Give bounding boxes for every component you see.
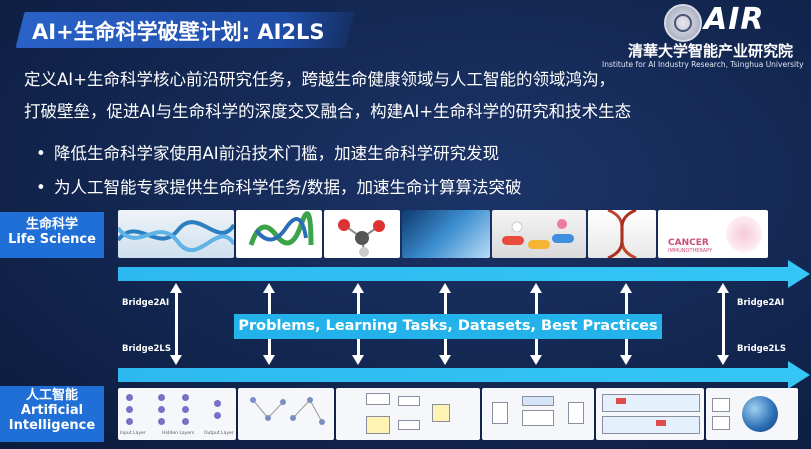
intro-line-2: 打破壁垒，促进AI与生命科学的深度交叉融合，构建AI+生命科学的研究和技术生态 <box>24 102 632 121</box>
institute-name-cn: 清華大学智能产业研究院 <box>628 42 794 60</box>
graph-network-icon <box>238 388 334 440</box>
bullet-dot-icon: • <box>36 178 46 197</box>
bullet-item: •为人工智能专家提供生命科学任务/数据，加速生命计算算法突破 <box>36 178 522 197</box>
pills-icon <box>492 210 586 258</box>
bridge2ai-left-label: Bridge2AI <box>122 298 170 308</box>
protein-structure-icon <box>236 210 322 258</box>
bridge2ls-right-label: Bridge2LS <box>737 344 786 354</box>
bullet-item: •降低生命科学家使用AI前沿技术门槛，加速生命科学研究发现 <box>36 144 500 163</box>
dna-helix-icon <box>118 210 234 258</box>
protein-graphic <box>248 211 314 246</box>
center-banner: Problems, Learning Tasks, Datasets, Best… <box>234 314 662 339</box>
neural-network-icon: Input Layer Hidden Layers Output Layer <box>118 388 236 440</box>
top-flow-arrow <box>118 267 790 281</box>
bottom-flow-arrow <box>118 368 790 382</box>
air-logo: AIR <box>704 2 765 37</box>
dna-strand-icon <box>588 210 656 258</box>
pills-graphic <box>502 219 574 249</box>
gan-diagram-icon <box>336 388 480 440</box>
pipeline-diagram-icon <box>596 388 704 440</box>
tsinghua-seal-icon <box>664 4 702 42</box>
ai-diagrams: Input Layer Hidden Layers Output Layer <box>118 388 798 440</box>
bridge2ai-right-label: Bridge2AI <box>737 298 785 308</box>
page-title: AI+生命科学破壁计划: AI2LS <box>32 20 325 44</box>
bridge2ls-left-label: Bridge2LS <box>122 344 171 354</box>
life-science-images: CANCER IMMUNOTHERAPY <box>118 210 768 258</box>
institute-name-en: Institute for AI Industry Research, Tsin… <box>602 60 804 69</box>
graph-graphic <box>250 397 325 425</box>
bullet-dot-icon: • <box>36 144 46 163</box>
life-science-label: 生命科学 Life Science <box>0 212 104 258</box>
cell-icon <box>726 216 762 252</box>
transformer-diagram-icon <box>482 388 594 440</box>
molecule-model-icon <box>324 210 400 258</box>
cancer-immunotherapy-icon: CANCER IMMUNOTHERAPY <box>658 210 768 258</box>
bidirectional-arrow-icon <box>717 283 729 365</box>
dna-research-icon <box>402 210 490 258</box>
bidirectional-arrow-icon <box>170 283 182 365</box>
dna-helix-graphic <box>118 220 234 252</box>
intro-line-1: 定义AI+生命科学核心前沿研究任务，跨越生命健康领域与人工智能的领域鸿沟， <box>24 70 615 89</box>
dna-strand-graphic <box>607 210 637 258</box>
molecule-graphic <box>338 219 385 257</box>
top-arrow-head-icon <box>788 260 810 288</box>
ai-label: 人工智能 Artificial Intelligence <box>0 386 104 442</box>
earth-globe-icon <box>706 388 798 440</box>
bottom-arrow-head-icon <box>788 361 810 389</box>
